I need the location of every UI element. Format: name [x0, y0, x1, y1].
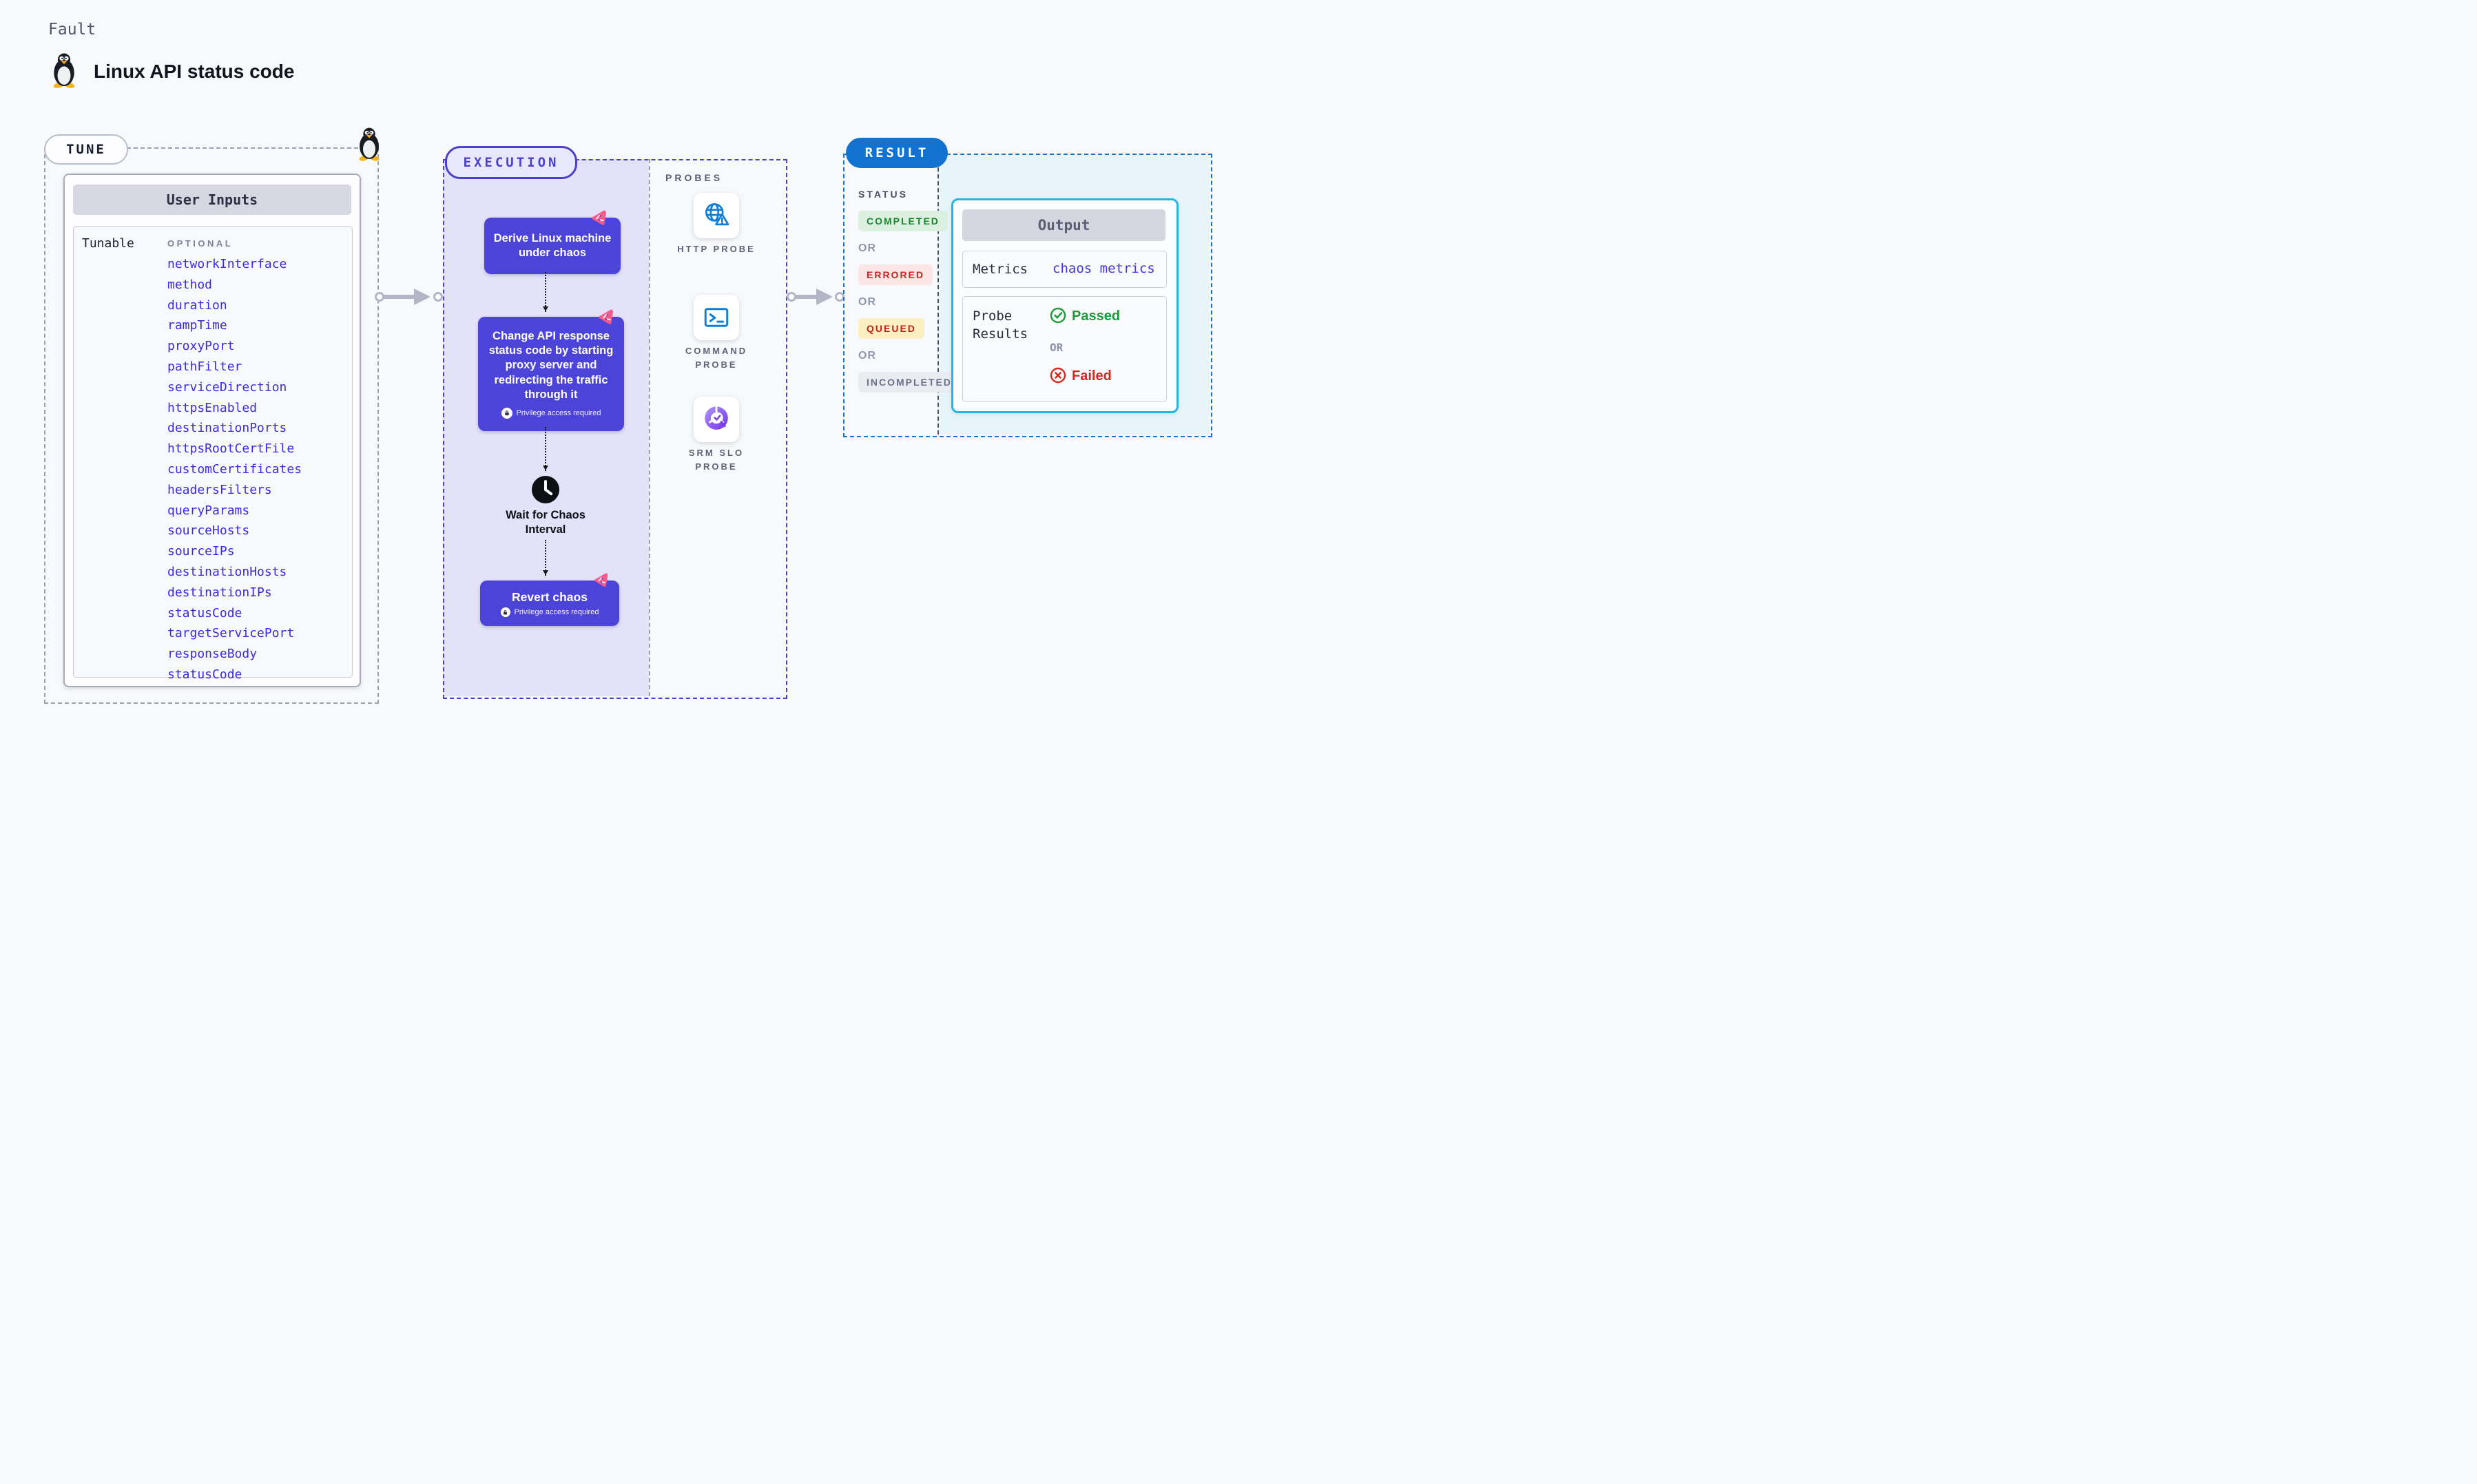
output-header: Output — [962, 209, 1165, 241]
flow-arrow-probes-result — [787, 289, 844, 305]
wait-clock-icon — [531, 475, 560, 504]
tux-penguin-icon — [53, 53, 75, 88]
tunable-param: sourceHosts — [167, 523, 250, 539]
user-inputs-header: User Inputs — [73, 185, 351, 215]
privilege-row: Privilege access required — [500, 607, 599, 618]
tunable-param: targetServicePort — [167, 626, 295, 641]
privilege-note: Privilege access required — [516, 408, 601, 417]
tunable-param: destinationIPs — [167, 585, 272, 600]
probes-heading: PROBES — [665, 172, 723, 183]
flow-arrow-tune-execution — [375, 289, 443, 305]
probe-results-label: Probe Results — [973, 309, 1028, 342]
passed-check-icon — [1050, 307, 1066, 324]
user-inputs-card: User Inputs Tunable OPTIONAL networkInte… — [63, 174, 361, 687]
fault-kicker: Fault — [48, 21, 96, 39]
tune-panel — [44, 147, 379, 704]
tunable-param: headersFilters — [167, 482, 272, 497]
failed-label: Failed — [1072, 368, 1112, 384]
or-separator: OR — [858, 242, 876, 254]
node-revert-chaos: Revert chaos Privilege access required — [480, 581, 619, 626]
probe-card-http — [694, 193, 739, 238]
tux-penguin-icon — [359, 127, 380, 161]
metrics-label: Metrics — [973, 262, 1028, 277]
tune-pill: TUNE — [44, 134, 128, 165]
probe-card-srm-slo — [694, 397, 739, 442]
tunable-param: httpsRootCertFile — [167, 441, 295, 457]
status-badge-completed: COMPLETED — [858, 211, 948, 231]
slo-donut-icon — [705, 406, 728, 430]
status-heading: STATUS — [858, 189, 908, 200]
page-title: Linux API status code — [94, 61, 295, 82]
node-inject-label: Change API response status code by start… — [488, 330, 614, 401]
probe-label-http: HTTP PROBE — [677, 244, 756, 254]
probe-card-command — [694, 295, 739, 340]
privilege-note: Privilege access required — [514, 608, 599, 617]
status-badge-queued: QUEUED — [858, 318, 924, 339]
passed-label: Passed — [1072, 309, 1121, 324]
execution-pill: EXECUTION — [445, 146, 577, 179]
chaos-badge-icon — [594, 573, 608, 587]
tunable-param: rampTime — [167, 318, 227, 333]
tunable-param: pathFilter — [167, 359, 242, 374]
wait-label: Wait for Chaos Interval — [506, 509, 585, 536]
tunable-param: statusCode — [167, 605, 242, 620]
node-revert-label: Revert chaos — [512, 589, 588, 604]
tunable-param: sourceIPs — [167, 544, 235, 559]
result-panel — [843, 154, 1212, 437]
metrics-row: Metrics chaos metrics — [962, 251, 1167, 288]
output-panel: Output Metrics chaos metrics Probe Resul… — [951, 198, 1179, 413]
dotted-connector — [542, 272, 548, 312]
tunable-param: proxyPort — [167, 339, 235, 354]
chaos-badge-icon — [599, 309, 614, 324]
privilege-row: Privilege access required — [501, 407, 601, 419]
tunable-param: httpsEnabled — [167, 400, 258, 415]
or-separator: OR — [1050, 341, 1064, 354]
terminal-icon — [704, 308, 729, 327]
or-separator: OR — [858, 296, 876, 308]
chaos-badge-icon — [592, 210, 607, 225]
tunable-param: duration — [167, 297, 227, 313]
optional-column-label: OPTIONAL — [167, 238, 234, 249]
status-badge-errored: ERRORED — [858, 264, 933, 285]
node-derive-label: Derive Linux machine under chaos — [493, 231, 612, 259]
probe-label-srm-slo: SRM SLO PROBE — [688, 448, 745, 472]
failed-x-icon — [1050, 367, 1066, 384]
globe-alert-icon — [705, 203, 729, 226]
probes-divider — [649, 159, 650, 696]
or-separator: OR — [858, 350, 876, 362]
dotted-connector — [542, 427, 548, 471]
tunable-param: method — [167, 277, 213, 292]
status-badge-incompleted: INCOMPLETED — [858, 372, 960, 393]
lock-icon — [501, 407, 512, 419]
tunable-param: destinationPorts — [167, 421, 287, 436]
tunable-param: destinationHosts — [167, 564, 287, 579]
result-pill: RESULT — [846, 138, 948, 168]
execution-panel — [443, 159, 787, 699]
metrics-value: chaos metrics — [1053, 261, 1155, 276]
probe-label-command: COMMAND PROBE — [685, 346, 748, 370]
probe-results-row: Probe Results Passed OR Failed — [962, 296, 1167, 402]
tunables-list-box: Tunable OPTIONAL networkInterface method d… — [73, 226, 353, 682]
tunable-param: responseBody — [167, 647, 258, 662]
tunable-column-label: Tunable — [82, 236, 134, 251]
tunable-param: queryParams — [167, 503, 250, 518]
node-derive-machine: Derive Linux machine under chaos — [484, 218, 621, 274]
node-change-status-code: Change API response status code by start… — [478, 317, 624, 431]
result-divider — [937, 154, 939, 435]
tunable-param: statusCode — [167, 667, 242, 682]
tunable-params-list: networkInterface method duration rampTime pr… — [167, 254, 302, 685]
tunable-param: networkInterface — [167, 257, 287, 271]
dotted-connector — [542, 540, 548, 576]
tunable-param: serviceDirection — [167, 379, 287, 395]
fault-diagram: Fault Linux API status code TUNE User In… — [0, 0, 1238, 742]
tunable-param: customCertificates — [167, 461, 302, 477]
lock-icon — [500, 607, 510, 618]
